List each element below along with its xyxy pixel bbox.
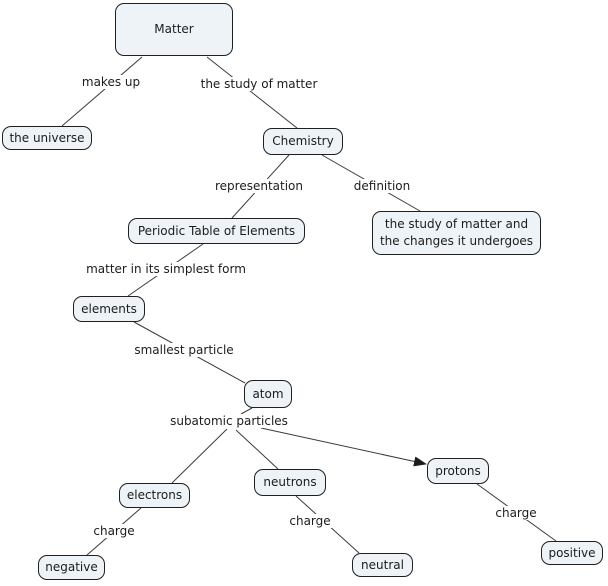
node-chemistry[interactable]: Chemistry [263,128,343,155]
node-positive[interactable]: positive [541,541,603,565]
node-positive-label: positive [548,545,596,560]
node-negative[interactable]: negative [38,555,105,580]
node-electrons-label: electrons [126,488,183,503]
node-the-universe-label: the universe [9,130,85,145]
node-neutral[interactable]: neutral [352,553,413,577]
node-protons[interactable]: protons [427,458,489,484]
link-label-smallest-particle[interactable]: smallest particle [131,343,237,357]
node-elements[interactable]: elements [73,296,145,322]
connector-matter-chemistry [206,56,298,129]
connector-matter-universe [61,56,143,127]
link-label-subatomic-particles[interactable]: subatomic particles [167,414,291,428]
node-matter[interactable]: Matter [115,3,233,56]
link-label-charge-protons[interactable]: charge [492,506,540,520]
node-matter-label: Matter [154,22,194,37]
node-chemistry-label: Chemistry [272,134,334,149]
node-study-of-matter-definition[interactable]: the study of matter and the changes it u… [372,211,541,255]
link-label-matter-in-simplest-form[interactable]: matter in its simplest form [83,262,249,276]
connector-subatomic-electrons [171,428,228,484]
connector-subatomic-neutrons [235,429,279,470]
node-atom[interactable]: atom [244,380,292,408]
node-elements-label: elements [81,301,137,316]
link-label-charge-neutrons[interactable]: charge [286,514,334,528]
node-the-universe[interactable]: the universe [2,126,92,150]
link-label-definition[interactable]: definition [350,179,414,193]
node-protons-label: protons [435,463,481,478]
link-label-makes-up[interactable]: makes up [78,75,144,89]
link-label-charge-electrons[interactable]: charge [90,524,138,538]
connector-subatomic-protons-arrow [260,427,427,467]
node-neutrons[interactable]: neutrons [254,469,326,496]
link-label-the-study-of-matter[interactable]: the study of matter [197,77,321,91]
node-neutral-label: neutral [361,557,404,572]
node-neutrons-label: neutrons [263,475,317,490]
connector-atom-subatomic [240,407,253,415]
node-periodic-table-label: Periodic Table of Elements [137,223,296,238]
link-label-representation[interactable]: representation [211,179,307,193]
node-periodic-table[interactable]: Periodic Table of Elements [128,218,305,244]
node-atom-label: atom [252,386,284,401]
node-electrons[interactable]: electrons [119,483,190,508]
node-negative-label: negative [45,560,98,575]
node-study-of-matter-definition-label: the study of matter and the changes it u… [379,217,534,248]
